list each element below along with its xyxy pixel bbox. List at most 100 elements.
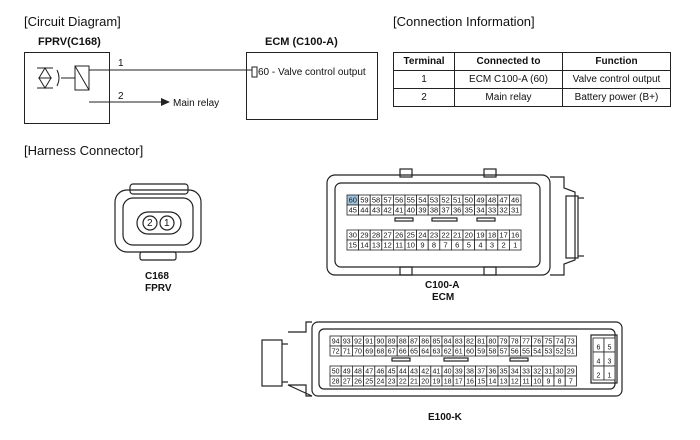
pin-number: 42 (421, 369, 429, 376)
pin-number: 64 (421, 349, 429, 356)
pin-number: 23 (388, 379, 396, 386)
pin-number: 29 (567, 369, 575, 376)
pin-number: 33 (522, 369, 530, 376)
pin1-number: 1 (118, 58, 124, 69)
pin-number: 45 (349, 206, 357, 215)
pin-number: 41 (433, 369, 441, 376)
pin-number: 54 (418, 196, 426, 205)
pin-number: 52 (556, 349, 564, 356)
pin-number: 36 (489, 369, 497, 376)
pin-number: 40 (407, 206, 415, 215)
pin-number: 86 (421, 339, 429, 346)
pin-number: 42 (383, 206, 391, 215)
c168-sub: FPRV (145, 283, 172, 294)
ecm-box (246, 52, 378, 120)
pin-number: 17 (455, 379, 463, 386)
pin-number: 94 (332, 339, 340, 346)
pin-number: 19 (476, 231, 484, 240)
pin-number: 9 (420, 241, 424, 250)
pin-number: 22 (441, 231, 449, 240)
connection-info-heading: [Connection Information] (393, 14, 535, 29)
circuit-diagram-heading: [Circuit Diagram] (24, 14, 121, 29)
pin-number: 60 (466, 349, 474, 356)
pin-number: 57 (500, 349, 508, 356)
pin-number: 8 (432, 241, 436, 250)
pin-number: 50 (332, 369, 340, 376)
pin-number: 51 (567, 349, 575, 356)
pin-number: 30 (349, 231, 357, 240)
table-row: 2 Main relay Battery power (B+) (393, 88, 671, 107)
pin-number: 43 (372, 206, 380, 215)
pin-number: 80 (489, 339, 497, 346)
pin-number: 56 (395, 196, 403, 205)
pin-number: 32 (533, 369, 541, 376)
table-cell: Valve control output (562, 70, 671, 89)
pin-number: 93 (343, 339, 351, 346)
pin-number: 28 (372, 231, 380, 240)
pin-number: 12 (383, 241, 391, 250)
pin-number: 61 (455, 349, 463, 356)
harness-connector-heading: [Harness Connector] (24, 143, 144, 158)
pin-number: 22 (399, 379, 407, 386)
pin-number: 10 (407, 241, 415, 250)
pin-number: 84 (444, 339, 452, 346)
pin-number: 3 (490, 241, 494, 250)
pin-cell (508, 239, 522, 251)
c100a-sub: ECM (432, 292, 455, 303)
pin-number: 15 (477, 379, 485, 386)
pin-number: 90 (377, 339, 385, 346)
pin-number: 21 (453, 231, 461, 240)
pin-number: 29 (360, 231, 368, 240)
pin-number: 31 (545, 369, 553, 376)
main-relay-label: Main relay (173, 98, 220, 109)
pin-number: 46 (377, 369, 385, 376)
table-row: 1 ECM C100-A (60) Valve control output (393, 70, 671, 89)
pin-number: 13 (500, 379, 508, 386)
pin-number: 17 (499, 231, 507, 240)
pin-number: 44 (360, 206, 368, 215)
main-relay-arrow (161, 98, 170, 106)
pin-number: 76 (533, 339, 541, 346)
pin-number: 38 (466, 369, 474, 376)
pin-number: 5 (467, 241, 471, 250)
pin-number: 58 (489, 349, 497, 356)
pin-number: 8 (558, 379, 562, 386)
pin2-number: 2 (118, 91, 124, 102)
pin-number: 23 (430, 231, 438, 240)
pin-number: 16 (466, 379, 474, 386)
pin-number: 49 (476, 196, 484, 205)
pin-number: 3 (608, 359, 612, 366)
pin-number: 71 (343, 349, 351, 356)
pin-number: 7 (444, 241, 448, 250)
ecm-pin-marker (251, 66, 258, 78)
pin-number: 56 (511, 349, 519, 356)
pin-number: 14 (360, 241, 368, 250)
pin-number: 67 (388, 349, 396, 356)
pin-number: 36 (453, 206, 461, 215)
pin-number: 34 (511, 369, 519, 376)
pin-number: 20 (421, 379, 429, 386)
fprv-box (24, 52, 110, 124)
pin-number: 58 (372, 196, 380, 205)
valve-symbol-icon (37, 65, 90, 91)
pin-number: 37 (441, 206, 449, 215)
pin-number: 44 (399, 369, 407, 376)
table-cell: Battery power (B+) (562, 88, 671, 107)
pin-number: 2 (597, 373, 601, 380)
pin-number: 85 (433, 339, 441, 346)
pin-number: 43 (410, 369, 418, 376)
pin-number: 19 (433, 379, 441, 386)
pin-number: 5 (608, 345, 612, 352)
pin-number: 53 (545, 349, 553, 356)
pin-number: 26 (354, 379, 362, 386)
pin-number: 13 (372, 241, 380, 250)
pin-number: 32 (499, 206, 507, 215)
pin-number: 24 (377, 379, 385, 386)
pin-number: 27 (343, 379, 351, 386)
pin-number: 14 (489, 379, 497, 386)
pin-number: 4 (597, 359, 601, 366)
pin-number: 26 (395, 231, 403, 240)
pin-number: 35 (500, 369, 508, 376)
table-cell: Main relay (454, 88, 563, 107)
